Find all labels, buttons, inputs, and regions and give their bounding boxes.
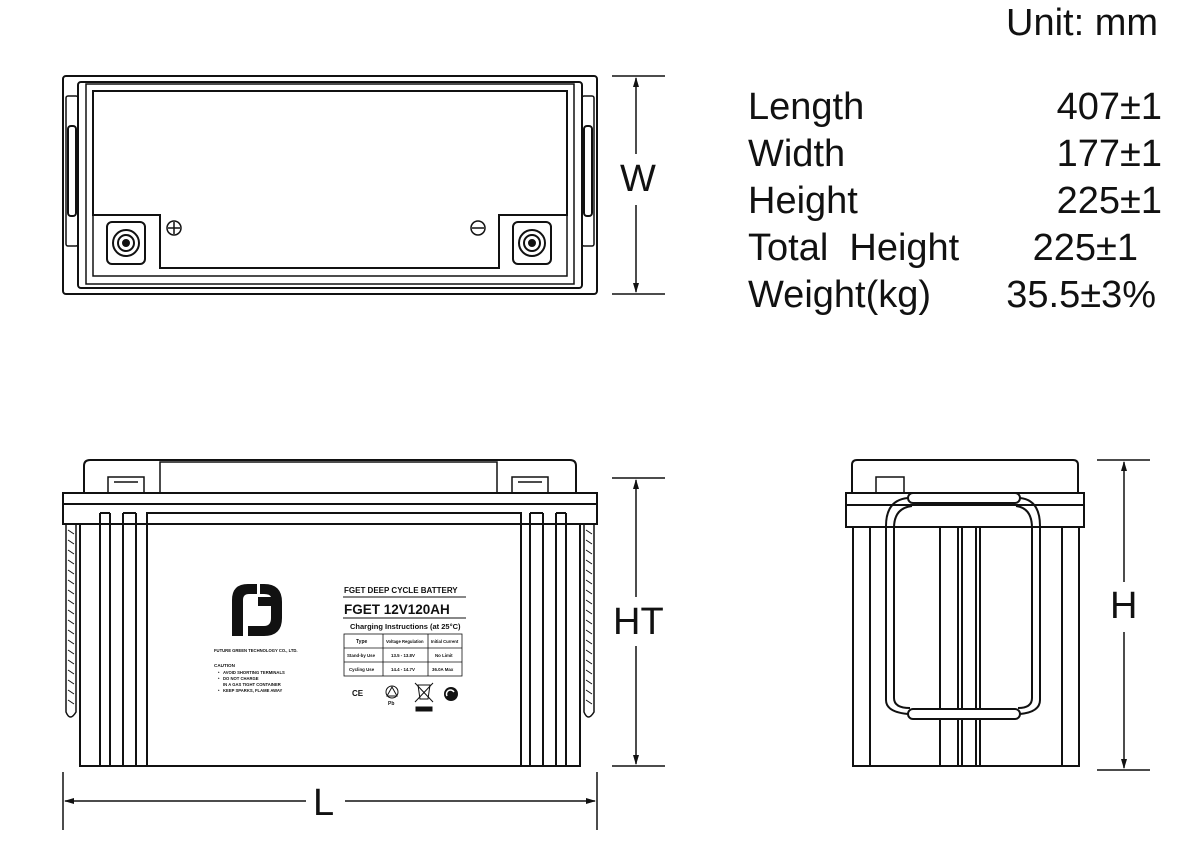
dimension-w-label: W — [620, 158, 656, 200]
pb-mark: Pb — [388, 701, 394, 707]
front-view — [62, 459, 665, 830]
spec-row-total-height: Total Height 225±1 — [748, 225, 1162, 272]
spec-value: 225±1 — [1056, 180, 1162, 222]
left-handle-icon — [65, 524, 77, 718]
table-header-voltage: Voltage Regulation — [386, 639, 424, 644]
front-label: FUTURE GREEN TECHNOLOGY CO., LTD. CAUTIO… — [214, 584, 466, 712]
caution-bullets: • — [218, 670, 220, 675]
dimension-ht-label: HT — [613, 601, 664, 643]
caution-item: KEEP SPARKS, FLAME AWAY — [223, 688, 283, 693]
caution-title: CAUTION — [214, 663, 236, 668]
table-cell: 13.5 - 13.8V — [391, 653, 415, 658]
dimension-l-label: L — [313, 782, 334, 824]
recycle-icon — [385, 685, 399, 699]
spec-name: Length — [748, 86, 865, 128]
table-cell: Cycling Use — [349, 667, 375, 672]
spec-value: 177±1 — [1056, 133, 1162, 175]
charging-title: Charging Instructions (at 25°C) — [350, 622, 461, 631]
spec-name: Width — [748, 133, 846, 175]
side-view — [845, 459, 1150, 771]
spec-value: 225±1 — [1032, 227, 1138, 269]
caution-item: AVOID SHORTING TERMINALS — [223, 670, 285, 675]
side-handle-icon — [885, 492, 1041, 720]
caution-bullets: • — [218, 676, 220, 681]
product-line: FGET DEEP CYCLE BATTERY — [344, 586, 458, 595]
unit-label: Unit: mm — [1006, 2, 1158, 44]
spec-row-length: Length 407±1 — [748, 84, 1162, 131]
table-header-current: Initial Current — [431, 639, 459, 644]
model-name: FGET 12V120AH — [344, 602, 450, 617]
terminal-right-icon — [512, 221, 552, 265]
table-cell: 14.4 - 14.7V — [391, 667, 415, 672]
caution-item: IN A GAS TIGHT CONTAINER — [223, 682, 281, 687]
table-cell: 36.0A Max — [432, 667, 454, 672]
minus-symbol-icon — [470, 220, 486, 236]
right-handle-icon — [583, 524, 595, 718]
terminal-left-icon — [106, 221, 146, 265]
ce-mark-icon: CE — [352, 689, 364, 698]
charging-table — [343, 633, 463, 677]
spec-row-width: Width 177±1 — [748, 131, 1162, 178]
caution-bullets: • — [218, 688, 220, 693]
spec-name: Weight(kg) — [748, 274, 932, 316]
spec-name: Height — [748, 180, 858, 222]
plus-symbol-icon — [166, 220, 182, 236]
spec-table: Length 407±1 Width 177±1 Height 225±1 To… — [748, 84, 1162, 319]
spec-value: 35.5±3% — [1006, 274, 1156, 316]
table-cell: No Limit — [435, 653, 453, 658]
caution-item: DO NOT CHARGE — [223, 676, 259, 681]
top-view — [62, 75, 665, 295]
fget-logo-icon — [232, 584, 282, 636]
spec-row-height: Height 225±1 — [748, 178, 1162, 225]
weee-bin-icon — [414, 682, 434, 712]
recycling-symbol-icon — [444, 687, 458, 701]
spec-name: Total Height — [748, 227, 960, 269]
table-cell: Stand-by Use — [347, 653, 376, 658]
dimension-h-label: H — [1110, 585, 1137, 627]
company-name: FUTURE GREEN TECHNOLOGY CO., LTD. — [214, 648, 298, 653]
spec-row-weight: Weight(kg) 35.5±3% — [748, 272, 1162, 319]
table-header-type: Type — [356, 639, 368, 645]
spec-value: 407±1 — [1056, 86, 1162, 128]
